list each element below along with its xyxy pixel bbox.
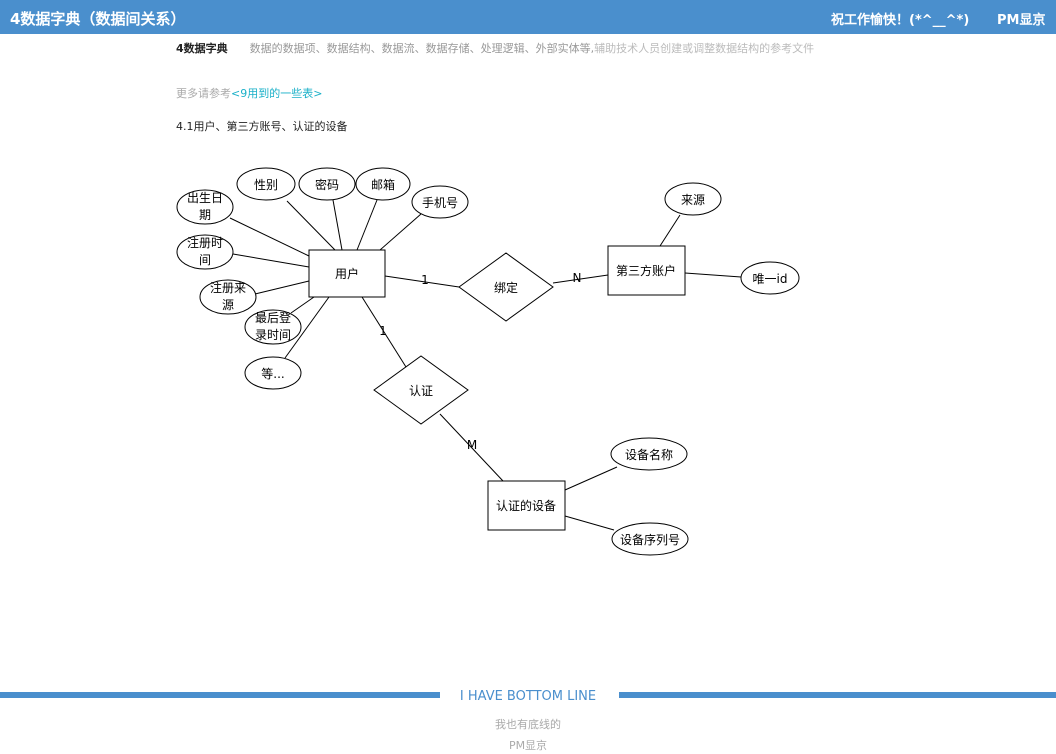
- label: 手机号: [422, 196, 458, 210]
- label: 用户: [335, 266, 359, 281]
- more-reference: 更多请参考<9用到的一些表>: [176, 85, 322, 101]
- label: 绑定: [494, 280, 518, 295]
- label: 注册时: [187, 235, 223, 250]
- attr-lastlogin: [244, 309, 302, 345]
- footer-divider-left: [0, 692, 440, 698]
- attr-regsrc: [199, 279, 257, 315]
- label: 源: [222, 298, 234, 312]
- label: 认证: [409, 384, 433, 398]
- label: 注册来: [210, 280, 246, 295]
- page-title: 4数据字典（数据间关系）: [10, 10, 186, 28]
- label: 唯一id: [753, 272, 788, 286]
- relation-bind: [458, 252, 554, 322]
- more-prefix: 更多请参考: [176, 87, 231, 100]
- attr-email: [355, 167, 411, 201]
- attr-devname: [610, 437, 688, 471]
- attr-phone: [411, 185, 469, 219]
- label: 来源: [681, 193, 705, 207]
- section-title: 4.1用户、第三方账号、认证的设备: [176, 120, 348, 133]
- label: 设备名称: [625, 447, 673, 462]
- label: 性别: [254, 178, 278, 192]
- attr-regtime: [176, 234, 234, 270]
- attributes: [176, 167, 800, 556]
- label: 1: [379, 324, 387, 338]
- subtitle: 4数据字典 数据的数据项、数据结构、数据流、数据存储、处理逻辑、外部实体等,辅助技…: [176, 40, 814, 56]
- attr-source: [664, 182, 722, 216]
- attr-uid: [740, 261, 800, 295]
- subtitle-desc: 数据的数据项、数据结构、数据流、数据存储、处理逻辑、外部实体等,: [249, 42, 595, 55]
- greeting: 祝工作愉快！(*^__^*): [831, 13, 970, 28]
- label: 等...: [261, 367, 284, 381]
- label: N: [573, 271, 582, 285]
- label: 邮箱: [371, 177, 395, 192]
- label: 录时间: [255, 328, 291, 342]
- label: 密码: [315, 177, 339, 192]
- top-header: 4数据字典（数据间关系） 祝工作愉快！(*^__^*) PM显京: [0, 0, 1056, 34]
- footer-line1: 我也有底线的: [495, 718, 561, 731]
- reference-link[interactable]: <9用到的一些表>: [231, 87, 323, 100]
- attr-birth: [176, 189, 234, 225]
- footer-line2: PM显京: [508, 739, 548, 752]
- subtitle-desc-2: 辅助技术人员创建或调整数据结构的参考文件: [594, 42, 815, 55]
- entity-device: [487, 480, 566, 531]
- attr-etc: [244, 356, 302, 390]
- er-diagram: 性别 密码 邮箱 手机号 出生日 期 注册时 间 注册来 源 最后登 录时间 等…: [176, 167, 800, 556]
- label: 出生日: [187, 191, 223, 205]
- label: M: [467, 438, 477, 452]
- attr-password: [298, 167, 356, 201]
- relation-auth: [373, 355, 469, 425]
- entity-user: [308, 249, 386, 298]
- subtitle-label: 4数据字典: [176, 42, 228, 55]
- label: 认证的设备: [496, 498, 556, 513]
- label: 第三方账户: [616, 263, 676, 278]
- attr-gender: [236, 167, 296, 201]
- footer-divider-right: [619, 692, 1056, 698]
- footer-banner: I HAVE BOTTOM LINE: [459, 689, 597, 704]
- label: 1: [421, 273, 429, 287]
- user-name[interactable]: PM显京: [997, 13, 1046, 28]
- entity-third-account: [607, 245, 686, 296]
- label: 期: [199, 208, 211, 222]
- attr-devserial: [611, 522, 689, 556]
- label: 间: [199, 253, 211, 267]
- label: 最后登: [255, 310, 291, 325]
- label: 设备序列号: [620, 532, 680, 547]
